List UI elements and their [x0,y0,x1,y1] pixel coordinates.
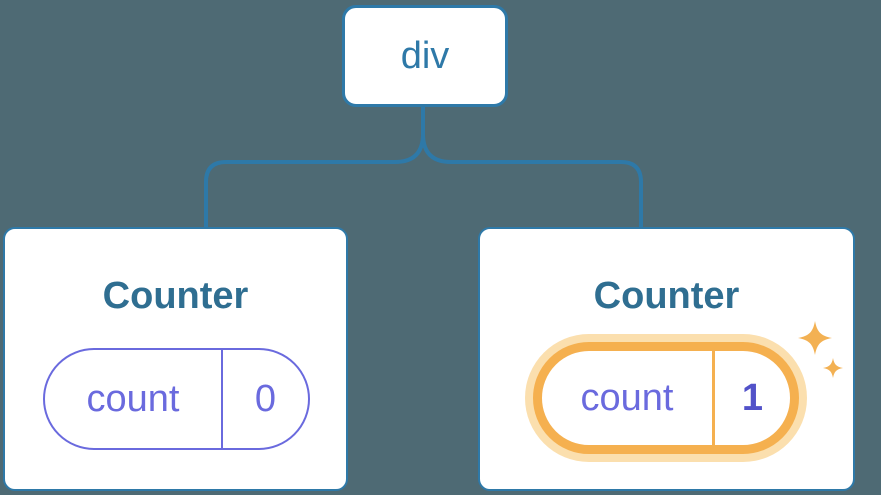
state-pill-highlight-halo: count 1 [525,334,807,462]
state-pill-right: count 1 [533,342,799,454]
root-node-div: div [342,5,508,107]
state-key-label: count [45,350,223,448]
sparkles-icon [798,321,843,378]
state-pill-left: count 0 [43,348,310,450]
state-value: 0 [254,377,277,420]
counter-card-left: Counter count 0 [3,227,348,491]
root-node-label: div [400,34,450,77]
state-value: 1 [741,376,764,419]
connector-right-branch [421,99,643,228]
connector-left-branch [204,99,425,228]
counter-card-right: Counter count 1 [478,227,855,491]
counter-card-right-title: Counter [593,275,740,317]
sparkle-icon-small [823,358,843,378]
counter-card-left-title: Counter [102,275,249,317]
sparkle-icon-large [798,321,832,355]
state-key-label: count [542,351,715,445]
